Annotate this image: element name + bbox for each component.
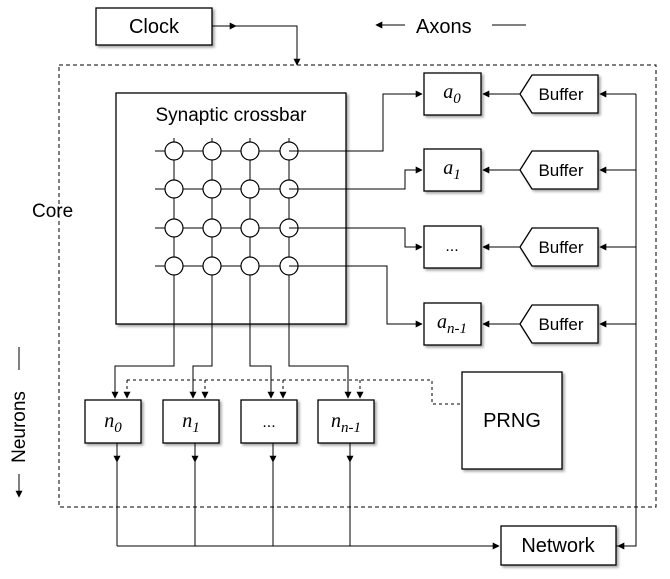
neuron-box <box>240 399 298 444</box>
neuron-label-subscript: 0 <box>114 420 122 436</box>
axon-box <box>423 302 482 346</box>
buffer-shape <box>519 150 599 190</box>
axon-box <box>423 148 482 192</box>
clock-label: Clock <box>129 16 180 38</box>
crossbar-to-axon-line <box>289 166 423 190</box>
prng-label: PRNG <box>483 410 541 432</box>
crossbar-box <box>115 92 347 325</box>
synapse-node <box>202 141 222 161</box>
synapse-node <box>240 179 260 199</box>
neuron-label: n1 <box>182 410 200 436</box>
neurons-label: Neurons <box>9 391 30 463</box>
axon-label: a0 <box>443 81 461 107</box>
core-label: Core <box>32 201 73 222</box>
crossbar-to-axon-line <box>289 90 423 152</box>
axon-label-base: a <box>437 311 447 333</box>
synapse-node <box>164 141 184 161</box>
axon-box <box>423 225 482 269</box>
axon-label: ... <box>445 238 458 255</box>
crossbar-to-axon-line <box>289 265 423 328</box>
neuron-label-subscript: n-1 <box>341 420 361 436</box>
core-boundary <box>58 64 657 508</box>
neuron-box <box>162 399 220 444</box>
buffer-shape <box>519 304 599 344</box>
network-label: Network <box>521 535 595 557</box>
crossbar-to-neuron-line <box>288 275 352 399</box>
synapse-node <box>240 141 260 161</box>
axon-label: an-1 <box>437 311 467 337</box>
crossbar-title: Synaptic crossbar <box>155 105 307 126</box>
synapse-node <box>202 218 222 238</box>
crossbar-to-neuron-line <box>111 275 175 399</box>
axons-label: Axons <box>416 16 472 38</box>
axon-label-subscript: 1 <box>453 167 461 183</box>
neuron-label-subscript: 1 <box>192 420 200 436</box>
synapse-node <box>202 256 222 276</box>
buffer-label: Buffer <box>538 161 583 180</box>
crossbar-to-neuron-line <box>189 275 213 399</box>
buffer-shape <box>519 227 599 267</box>
buffer-label: Buffer <box>538 315 583 334</box>
neuron-label-base: n <box>331 410 341 432</box>
buffer-label: Buffer <box>538 85 583 104</box>
axon-box <box>423 72 482 116</box>
neuron-box <box>84 399 142 444</box>
neuron-box <box>317 399 375 444</box>
crossbar-to-neuron-line <box>249 275 275 399</box>
synapse-node <box>240 218 260 238</box>
synapse-node <box>164 218 184 238</box>
synapse-node <box>164 179 184 199</box>
crossbar-to-axon-line <box>289 227 423 251</box>
prng-box <box>461 371 563 470</box>
synapse-node <box>240 256 260 276</box>
clock-to-core-line <box>212 25 301 66</box>
buffer-label: Buffer <box>538 238 583 257</box>
axon-label-subscript: 0 <box>453 91 461 107</box>
synapse-node <box>164 256 184 276</box>
clock-box <box>95 7 213 46</box>
prng-dashed-bus <box>127 379 460 405</box>
axon-label-base: a <box>443 81 453 103</box>
neuron-label: n0 <box>104 410 122 436</box>
network-to-axons-bus <box>616 94 637 547</box>
neuron-label-base: n <box>182 410 192 432</box>
axon-label-subscript: n-1 <box>447 321 467 337</box>
buffer-shape <box>519 74 599 114</box>
axon-label-base: a <box>443 157 453 179</box>
axon-label: a1 <box>443 157 461 183</box>
neuron-label-base: n <box>104 410 114 432</box>
neuron-label: ... <box>262 414 275 431</box>
neuron-label: nn-1 <box>331 410 361 436</box>
network-wires <box>117 94 637 550</box>
synapse-node <box>202 179 222 199</box>
